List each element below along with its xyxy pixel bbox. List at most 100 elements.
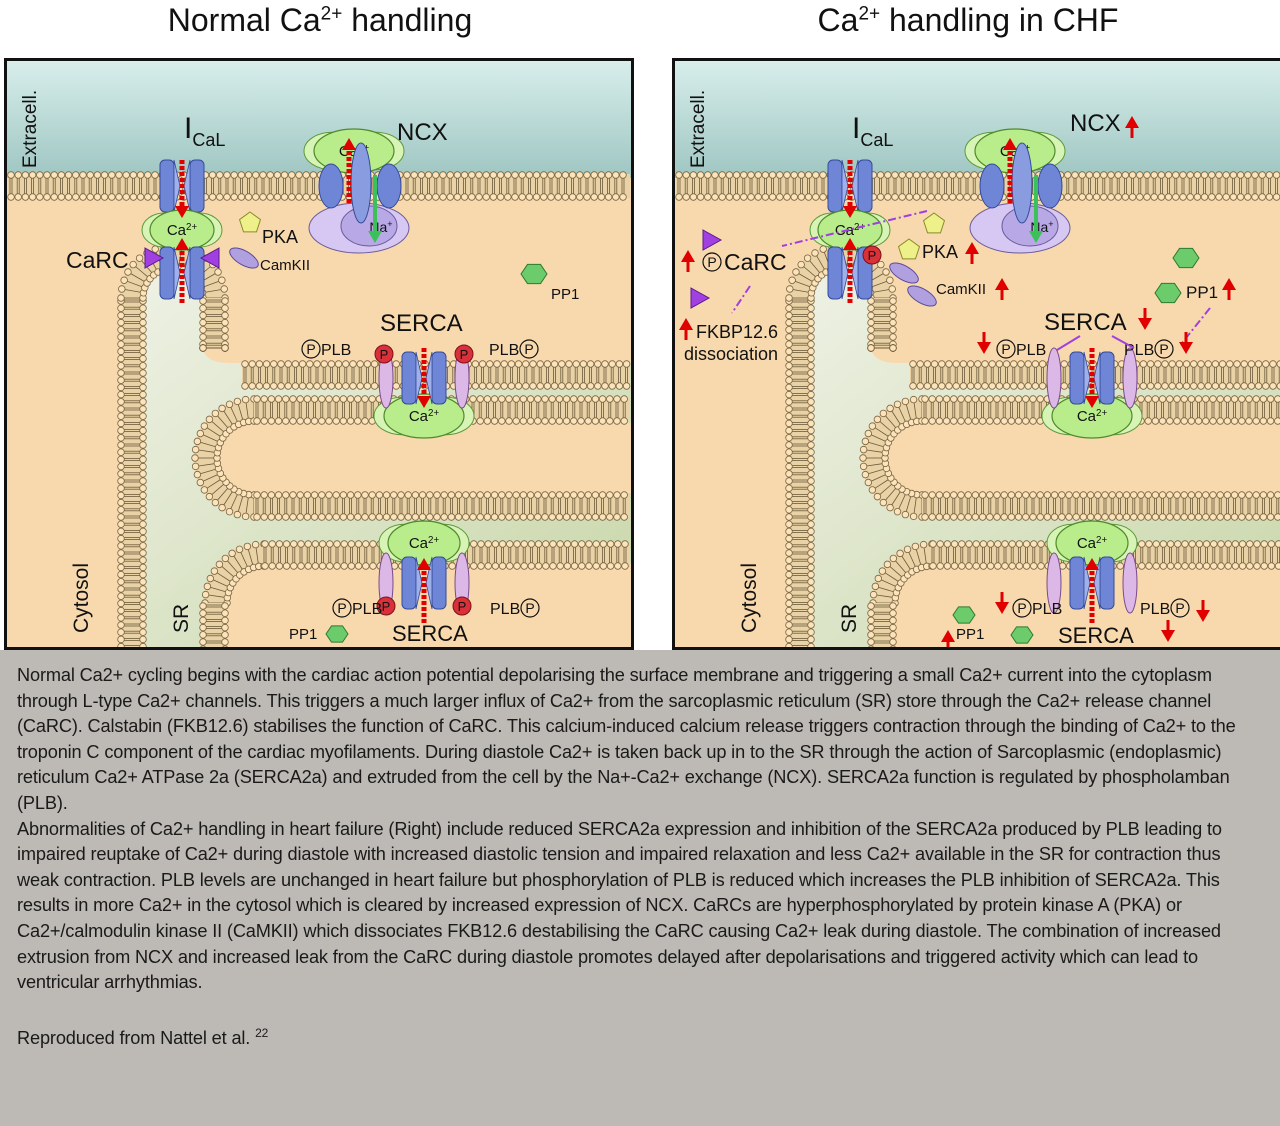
phospho-circle-label: P: [1017, 600, 1026, 616]
ncx-label: NCX: [1070, 110, 1121, 137]
sr-membrane-bottom: [867, 602, 897, 650]
pka-increase-arrow: [965, 242, 979, 264]
sr-membrane-fold: [191, 395, 258, 521]
plb-decrease-arrow: [1179, 332, 1193, 354]
plb-rod: [1046, 347, 1062, 409]
region-label-extracellular: Extracell.: [688, 90, 709, 168]
region-label-sr: SR: [170, 604, 193, 633]
fkbp-triangle: [144, 247, 165, 269]
camkii-shape: [229, 247, 259, 269]
diagram-chf: Extracell.CytosolSRICaLCa2+PCaRCPFKBP12.…: [672, 58, 1280, 650]
pp1-hexagon: [952, 606, 976, 624]
serca-uptake-arrow: [1085, 348, 1099, 408]
fkbp-label: FKBP12.6: [696, 322, 778, 342]
pka-pentagon: [897, 238, 921, 260]
plb-decrease-arrow: [1196, 600, 1210, 622]
camkii-shape: [889, 262, 919, 284]
region-label-sr: SR: [838, 604, 861, 633]
plb-phospho-circle: P: [301, 339, 321, 359]
phospho-circle-label: P: [525, 600, 534, 616]
pp1-increase-arrow: [1222, 278, 1236, 300]
plb-decrease-arrow: [977, 332, 991, 354]
ical-label: ICaL: [184, 112, 225, 150]
serca-label-top: SERCA: [1044, 309, 1127, 336]
title-text: handling in CHF: [880, 2, 1119, 38]
ical-label: ICaL: [852, 112, 893, 150]
ncx-subunit: [1011, 142, 1033, 224]
plb-label: PLB: [490, 601, 520, 618]
phospho-circle-label: P: [306, 341, 315, 357]
plb-rod: [1122, 552, 1138, 614]
serca-ca-domain: Ca2+: [1046, 520, 1138, 566]
sr-membrane-fold: [859, 395, 926, 521]
fkbp-triangle: [690, 287, 711, 309]
ncx-subunit: [350, 142, 372, 224]
plb-rod: [1122, 347, 1138, 409]
region-label-extracellular: Extracell.: [20, 90, 41, 168]
pp1-label: PP1: [956, 626, 984, 643]
camkii-label: CamKII: [936, 281, 986, 298]
carc-release-arrow: [175, 238, 189, 303]
pp1-hexagon: [1172, 247, 1200, 269]
ical-influx-arrow: [843, 160, 857, 218]
carc-label: CaRC: [66, 247, 129, 273]
camkii-label: CamKII: [260, 257, 310, 274]
phosphate-label: P: [460, 347, 469, 362]
serca-channel: [1069, 351, 1115, 405]
plb-label: PLB: [1016, 342, 1046, 359]
camkii-increase-arrow: [995, 278, 1009, 300]
serca-uptake-arrow: [417, 348, 431, 408]
plb-phospho-circle: P: [1170, 598, 1190, 618]
sr-membrane-inner: [867, 297, 897, 348]
dissociation-path: [731, 285, 751, 314]
plb-phospho-circle: P: [520, 598, 540, 618]
carc-phosphate: P: [862, 245, 882, 265]
serca-uptake-arrow: [417, 558, 431, 623]
ncx-subunit: [1037, 163, 1063, 209]
plb-phosphate: P: [374, 344, 394, 364]
ncx-subunit: [376, 163, 402, 209]
title-superscript: 2+: [320, 3, 343, 25]
plb-phospho-circle: P: [519, 339, 539, 359]
region-label-cytosol: Cytosol: [70, 563, 93, 633]
phosphate-label: P: [382, 599, 391, 614]
serca-label-top: SERCA: [380, 310, 463, 337]
fkbp-triangle: [199, 247, 220, 269]
sr-membrane-row3: [921, 491, 1280, 521]
carc-channel: [159, 246, 205, 300]
plb-phospho-circle: P: [332, 598, 352, 618]
reference-text: Reproduced from Nattel et al.: [17, 1027, 256, 1048]
pp1-hexagon: [325, 625, 349, 643]
pka-pentagon: [922, 212, 946, 234]
ca-ion-label: Ca2+: [167, 222, 198, 239]
phospho-circle-label: P: [707, 254, 716, 270]
serca-decrease-arrow: [1161, 620, 1175, 642]
phospho-circle-label: P: [1175, 600, 1184, 616]
ncx-subunit: [979, 163, 1005, 209]
pka-pentagon: [238, 211, 262, 233]
plb-label: PLB: [489, 342, 519, 359]
plb-inhibition-arrow: [1056, 335, 1081, 351]
camkii-shape: [907, 285, 937, 307]
ncx-na-influx-arrow: [1029, 175, 1043, 243]
serca-pump-top: [378, 347, 470, 409]
plb-label: PLB: [352, 601, 382, 618]
ncx-ca-efflux-arrow: [342, 138, 356, 203]
dissociation-path: [781, 210, 928, 247]
serca-ca-domain: Ca2+: [378, 520, 470, 566]
serca-uptake-arrow: [1085, 558, 1099, 623]
sr-membrane-bend: [199, 344, 229, 352]
serca-pump-top: [1046, 347, 1138, 409]
phospho-circle-label: P: [1159, 341, 1168, 357]
title-text: handling: [342, 2, 473, 38]
plb-label: PLB: [1140, 601, 1170, 618]
phosphate-label: P: [458, 599, 467, 614]
sr-membrane-fold2: [201, 540, 268, 607]
l-type-channel: [827, 159, 873, 213]
sarcolemma: [7, 171, 630, 201]
title-text: Normal Ca: [167, 2, 321, 38]
ical-influx-arrow: [175, 160, 189, 218]
caption-paragraph-chf: Abnormalities of Ca2+ handling in heart …: [17, 818, 1222, 993]
pp1-hexagon: [520, 263, 548, 285]
panel-title-chf: Ca2+ handling in CHF: [648, 2, 1280, 39]
